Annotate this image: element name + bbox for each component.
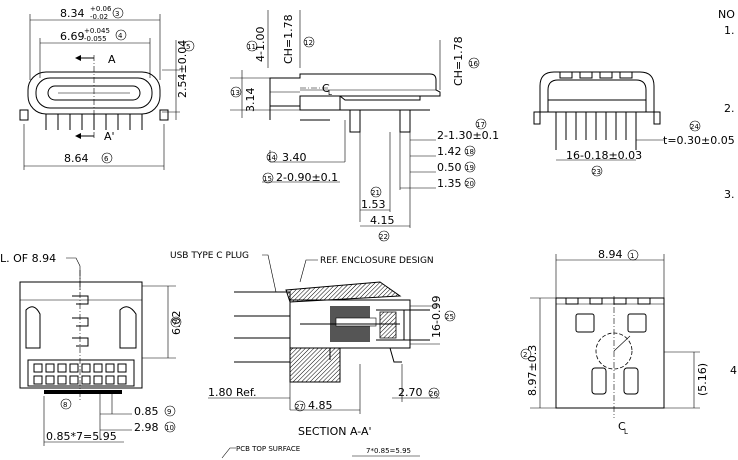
dim-pitch-5-95: 0.85*7=5.95 xyxy=(46,430,117,443)
ref-21: 21 xyxy=(371,189,380,197)
dim-2-1-30: 2-1.30±0.1 xyxy=(437,129,499,142)
ref-22: 22 xyxy=(379,233,388,241)
dim-1-80-ref: 1.80 Ref. xyxy=(208,386,256,399)
dim-4-85: 4.85 xyxy=(308,399,333,412)
ref-10: 10 xyxy=(165,424,174,432)
dim-4-15: 4.15 xyxy=(370,214,395,227)
dim-6-02: 6.02 xyxy=(170,311,183,336)
ref-11: 11 xyxy=(247,43,256,51)
note-1: 1. xyxy=(724,24,735,37)
dim-1-42: 1.42 xyxy=(437,145,462,158)
dim-thickness: t=0.30±0.05 xyxy=(663,134,735,147)
dim-2-0-90: 2-0.90±0.1 xyxy=(276,171,338,184)
dim-16-0-18: 16-0.18±0.03 xyxy=(566,149,642,162)
dim-2-98: 2.98 xyxy=(134,421,159,434)
cl-mark-right-sub: L xyxy=(624,428,628,436)
front-view: 8.34 +0.06 -0.02 3 6.69 +0.045 -0.055 4 … xyxy=(19,5,195,170)
pcb-pitch: 7*0.85=5.95 xyxy=(366,447,411,455)
ref-2: 2 xyxy=(523,351,527,359)
dim-8-64: 8.64 xyxy=(64,152,89,165)
dim-6-69-tol-lower: -0.055 xyxy=(84,35,107,43)
ref-18: 18 xyxy=(465,148,474,156)
ref-25: 25 xyxy=(445,313,454,321)
side-view: 4-1.00 11 CH=1.78 12 3.14 13 C L CH=1.78… xyxy=(230,10,499,242)
ref-14: 14 xyxy=(267,154,276,162)
dim-8-34-tol-lower: -0.02 xyxy=(90,13,108,21)
dim-4-1-00: 4-1.00 xyxy=(254,27,267,62)
dim-8-34-tol-upper: +0.06 xyxy=(90,5,112,13)
ref-20: 20 xyxy=(465,180,474,188)
dim-1-53: 1.53 xyxy=(361,198,386,211)
ref-27: 27 xyxy=(295,403,304,411)
pad-row xyxy=(33,363,127,385)
dim-0-50: 0.50 xyxy=(437,161,462,174)
label-a: A xyxy=(108,53,116,66)
ref-3: 3 xyxy=(115,10,119,18)
cl-mark-top: C xyxy=(322,82,330,95)
dim-16-0-99: 16-0.99 xyxy=(430,296,443,338)
top-view: 8.94 1 C L 8.97±0.3 2 (5.16) xyxy=(520,248,709,436)
notes-head: NO xyxy=(718,8,735,21)
label-a-prime: A' xyxy=(104,130,115,143)
note-4: 4 xyxy=(730,364,737,377)
dim-0-85: 0.85 xyxy=(134,405,159,418)
dim-8-94: 8.94 xyxy=(598,248,623,261)
enclosure-label: REF. ENCLOSURE DESIGN xyxy=(320,256,434,266)
ref-26: 26 xyxy=(429,390,438,398)
dim-5-16: (5.16) xyxy=(696,363,709,396)
dim-2-70: 2.70 xyxy=(398,386,423,399)
cl-of-8-94: L. OF 8.94 xyxy=(0,252,56,265)
dim-2-54: 2.54±0.04 xyxy=(176,40,189,98)
ref-15: 15 xyxy=(263,175,272,183)
notes-column: NO 1. 2. 3. 4 xyxy=(718,8,737,377)
ref-12: 12 xyxy=(304,39,313,47)
dim-ch-1-78-b: CH=1.78 xyxy=(452,36,465,86)
ref-17: 17 xyxy=(476,121,485,129)
ref-7: 7 xyxy=(173,319,177,327)
ref-19: 19 xyxy=(465,164,474,172)
dim-8-97: 8.97±0.3 xyxy=(526,345,539,396)
pcb-label: PCB TOP SURFACE xyxy=(236,445,300,453)
section-title: SECTION A-A' xyxy=(298,425,372,438)
dim-1-35: 1.35 xyxy=(437,177,462,190)
ref-24: 24 xyxy=(690,123,699,131)
dim-8-34: 8.34 xyxy=(60,7,85,20)
ref-9: 9 xyxy=(167,408,171,416)
ref-16: 16 xyxy=(469,60,478,68)
cl-mark-right: C xyxy=(618,420,626,433)
cl-mark-top-sub: L xyxy=(328,89,332,97)
ref-23: 23 xyxy=(592,168,601,176)
dim-6-69-tol-upper: +0.045 xyxy=(84,27,110,35)
ref-13: 13 xyxy=(231,89,240,97)
dim-6-69: 6.69 xyxy=(60,30,85,43)
front-pins xyxy=(45,114,143,130)
bottom-view: L. OF 8.94 xyxy=(0,252,183,446)
ref-4: 4 xyxy=(118,32,123,40)
rear-view: t=0.30±0.05 24 16-0.18±0.03 23 xyxy=(533,71,735,177)
dim-ch-1-78-a: CH=1.78 xyxy=(282,14,295,64)
dim-3-40: 3.40 xyxy=(282,151,307,164)
ref-1: 1 xyxy=(630,252,634,260)
ref-6: 6 xyxy=(104,155,109,163)
note-3: 3. xyxy=(724,188,735,201)
ref-5: 5 xyxy=(186,43,190,51)
usb-plug-label: USB TYPE C PLUG xyxy=(170,251,249,261)
ref-8: 8 xyxy=(63,401,67,409)
section-view: USB TYPE C PLUG REF. ENCLOSURE DESIGN 16… xyxy=(170,251,456,459)
rear-pins xyxy=(555,112,637,150)
note-2: 2. xyxy=(724,102,735,115)
dim-3-14: 3.14 xyxy=(244,88,257,113)
